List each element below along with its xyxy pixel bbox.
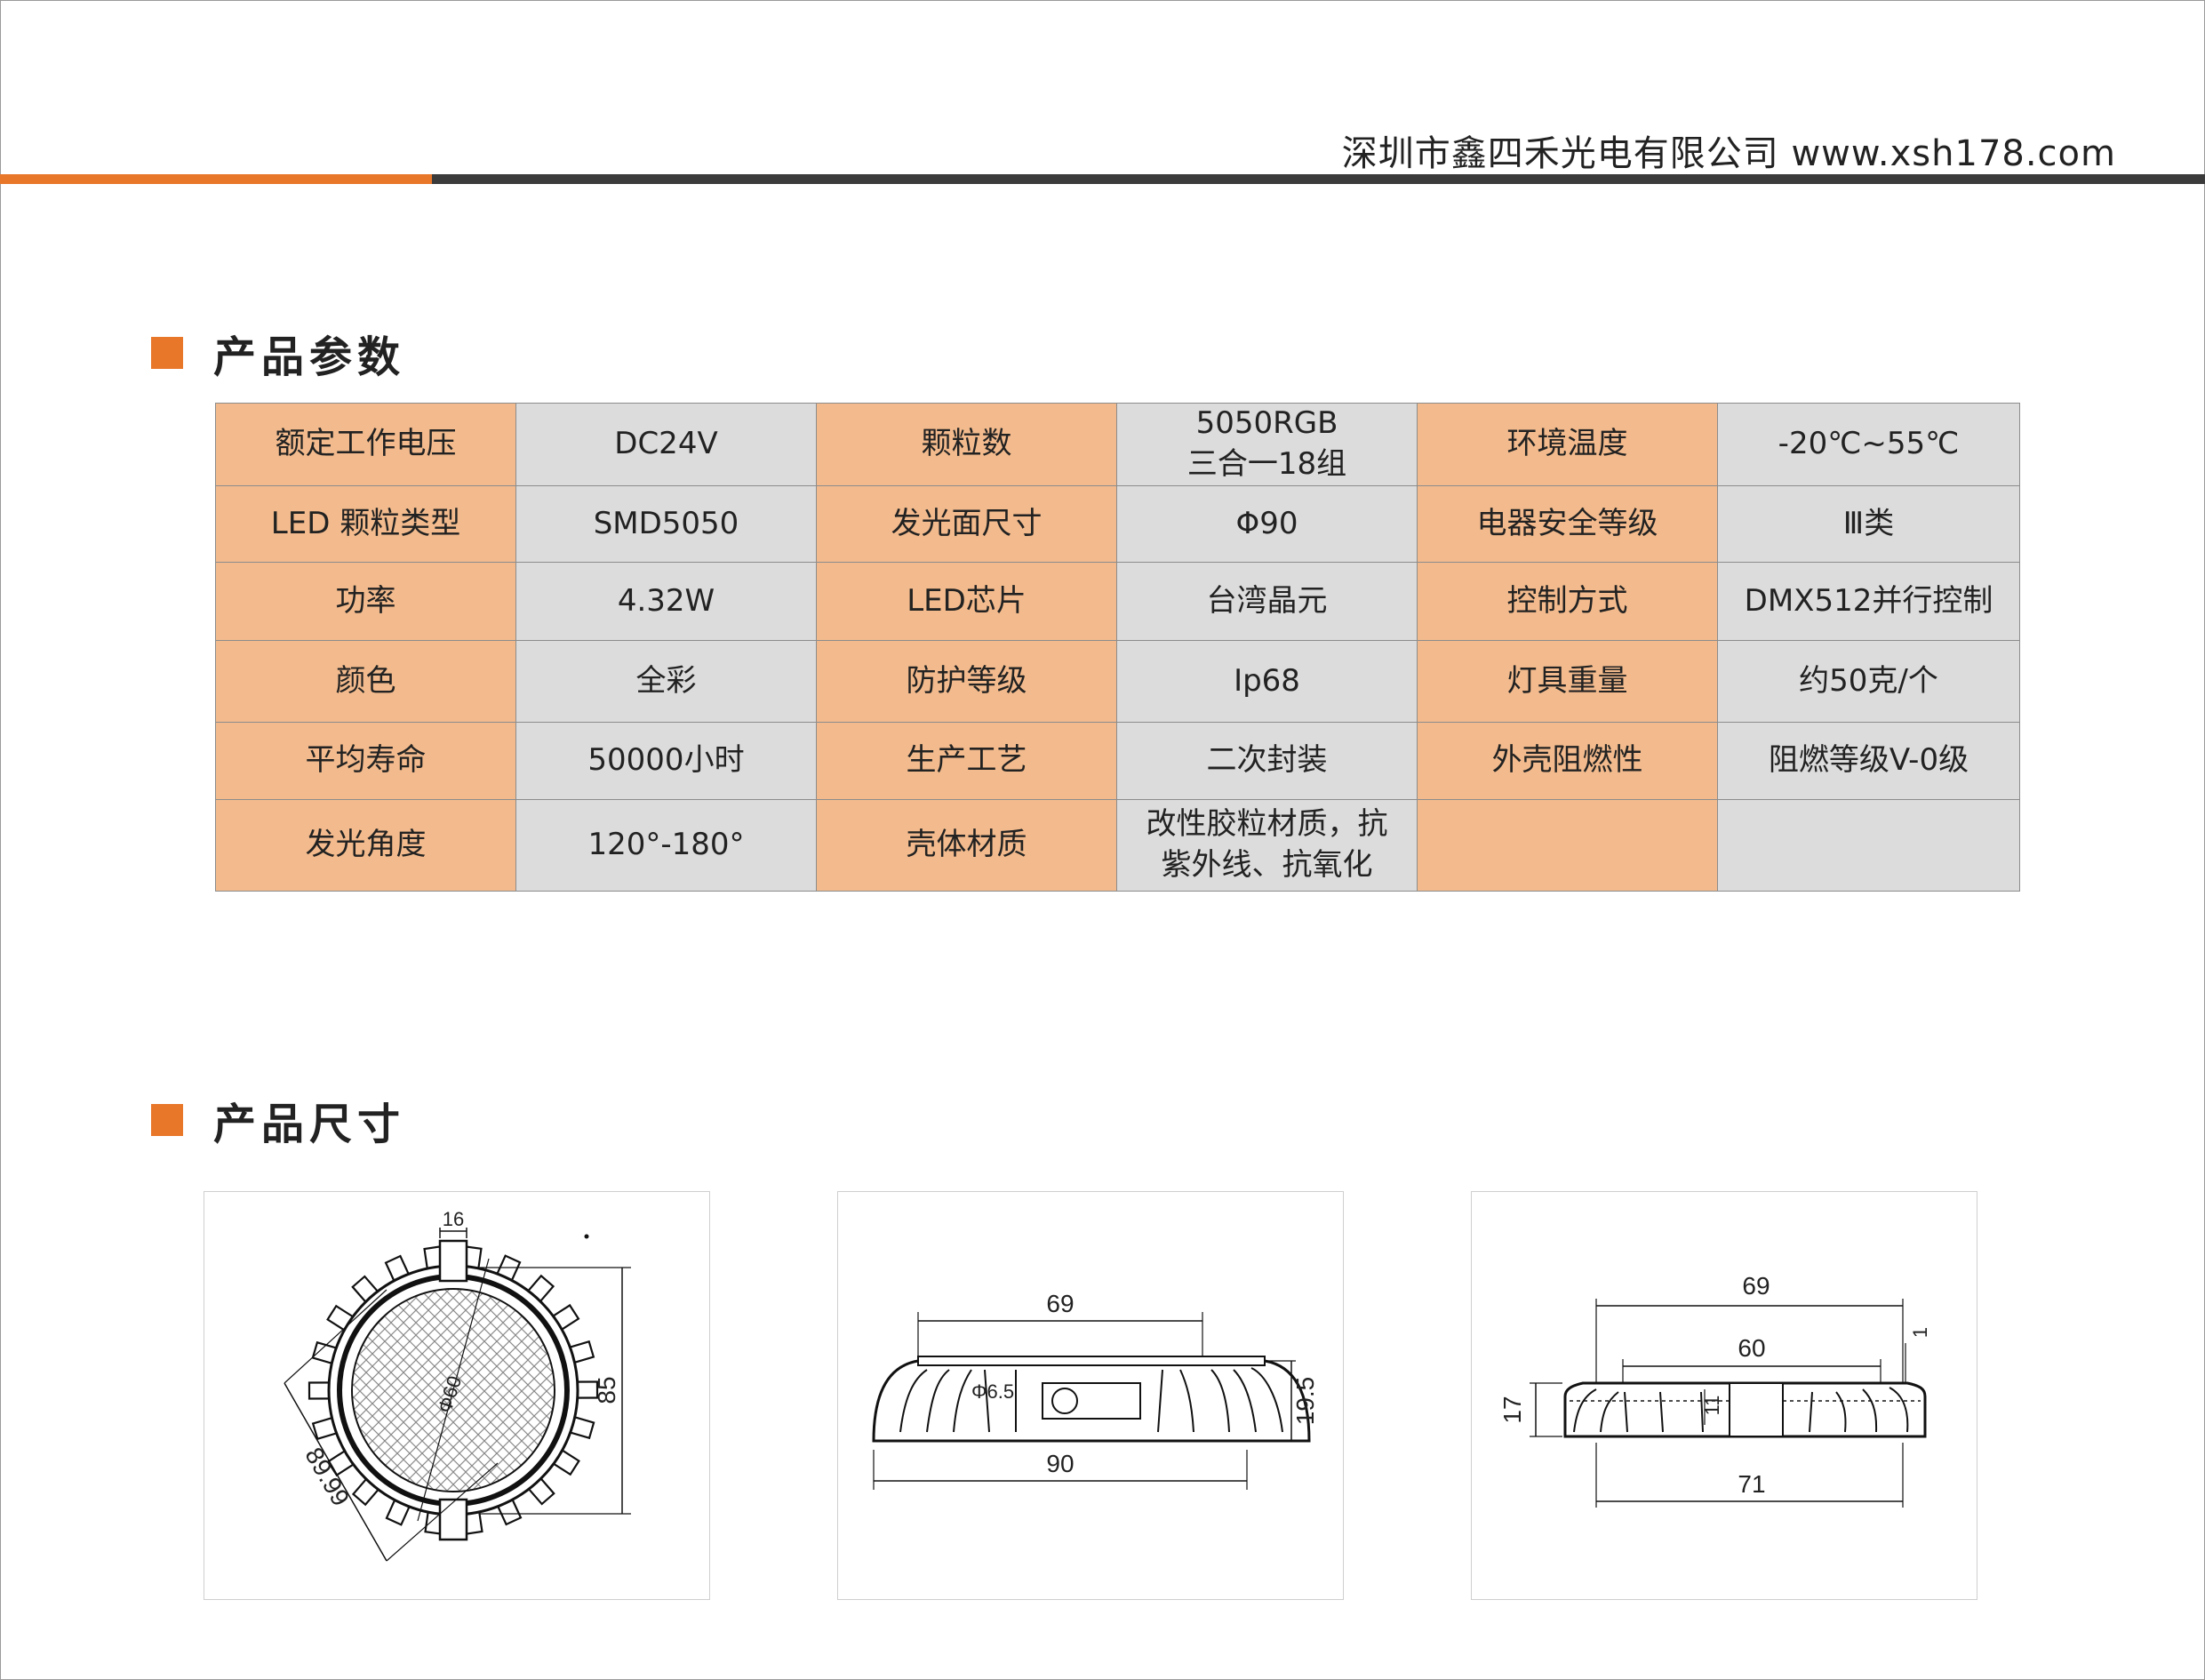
section-square-icon xyxy=(151,1104,183,1136)
param-value: SMD5050 xyxy=(515,485,817,563)
param-label: 壳体材质 xyxy=(816,799,1117,892)
dim-label: 11 xyxy=(1701,1396,1723,1416)
param-label: 额定工作电压 xyxy=(215,403,516,486)
top-cable-stub xyxy=(438,1239,468,1283)
param-label: 外壳阻燃性 xyxy=(1417,722,1718,800)
front-view-svg: 69 60 71 17 1 11 xyxy=(1498,1272,1931,1508)
dim-label: 71 xyxy=(1738,1470,1765,1498)
param-label: LED芯片 xyxy=(816,562,1117,641)
param-value: Ⅲ类 xyxy=(1717,485,2020,563)
dim-label: 19.5 xyxy=(1291,1377,1319,1426)
param-value: 二次封装 xyxy=(1116,722,1418,800)
table-row: 平均寿命 50000小时 生产工艺 二次封装 外壳阻燃性 阻燃等级V-0级 xyxy=(215,722,2020,800)
side-lens-rim xyxy=(917,1356,1266,1366)
dim-label: 69 xyxy=(1742,1272,1770,1300)
dim-label: Φ6.5 xyxy=(971,1380,1014,1403)
param-value: 4.32W xyxy=(515,562,817,641)
header-accent-bar xyxy=(0,174,432,184)
param-label: 控制方式 xyxy=(1417,562,1718,641)
dim-label: 17 xyxy=(1498,1396,1526,1423)
param-value: 约50克/个 xyxy=(1717,640,2020,723)
bottom-cable-stub xyxy=(438,1498,468,1541)
table-row: 发光角度 120°-180° 壳体材质 改性胶粒材质，抗 紫外线、抗氧化 xyxy=(215,799,2020,892)
param-value: 全彩 xyxy=(515,640,817,723)
param-value: 改性胶粒材质，抗 紫外线、抗氧化 xyxy=(1116,799,1418,892)
dim-label: 1 xyxy=(1909,1327,1931,1338)
param-value xyxy=(1717,799,2020,892)
top-view-svg: 16 85 Φ60 89.99 xyxy=(284,1208,631,1562)
param-value: DC24V xyxy=(515,403,817,486)
param-label: LED 颗粒类型 xyxy=(215,485,516,563)
top-view-drawing: 16 85 Φ60 89.99 xyxy=(204,1191,710,1600)
param-label: 发光面尺寸 xyxy=(816,485,1117,563)
dim-label: 60 xyxy=(1738,1334,1765,1362)
param-value: Ip68 xyxy=(1116,640,1418,723)
param-value: 阻燃等级V-0级 xyxy=(1717,722,2020,800)
param-label: 电器安全等级 xyxy=(1417,485,1718,563)
dims-section-header: 产品尺寸 xyxy=(151,1089,405,1151)
company-name-url: 深圳市鑫四禾光电有限公司 www.xsh178.com xyxy=(1341,133,2116,174)
param-label: 颗粒数 xyxy=(816,403,1117,486)
param-value: DMX512并行控制 xyxy=(1717,562,2020,641)
param-label: 灯具重量 xyxy=(1417,640,1718,723)
params-section-title: 产品参数 xyxy=(213,332,406,382)
header-divider-bar xyxy=(432,174,2205,184)
cable-port xyxy=(1729,1382,1784,1437)
param-label: 环境温度 xyxy=(1417,403,1718,486)
param-value: -20℃~55℃ xyxy=(1717,403,2020,486)
param-value: 台湾晶元 xyxy=(1116,562,1418,641)
dim-label: 85 xyxy=(593,1376,620,1404)
side-view-drawing: Φ6.5 69 90 19.5 xyxy=(837,1191,1344,1600)
param-value: 5050RGB 三合一18组 xyxy=(1116,403,1418,486)
table-row: 功率 4.32W LED芯片 台湾晶元 控制方式 DMX512并行控制 xyxy=(215,562,2020,641)
param-value: 50000小时 xyxy=(515,722,817,800)
dim-label: 69 xyxy=(1046,1290,1074,1317)
front-view-drawing: 69 60 71 17 1 11 xyxy=(1471,1191,1977,1600)
section-square-icon xyxy=(151,337,183,369)
param-label: 防护等级 xyxy=(816,640,1117,723)
param-label: 功率 xyxy=(215,562,516,641)
params-section-header: 产品参数 xyxy=(151,322,405,384)
param-value: 120°-180° xyxy=(515,799,817,892)
dims-section-title: 产品尺寸 xyxy=(213,1100,406,1149)
param-label: 发光角度 xyxy=(215,799,516,892)
dim-label: 90 xyxy=(1046,1450,1074,1477)
table-row: LED 颗粒类型 SMD5050 发光面尺寸 Φ90 电器安全等级 Ⅲ类 xyxy=(215,485,2020,563)
dim-label: 16 xyxy=(443,1208,464,1230)
param-label: 生产工艺 xyxy=(816,722,1117,800)
params-table: 额定工作电压 DC24V 颗粒数 5050RGB 三合一18组 环境温度 -20… xyxy=(215,403,2020,892)
table-row: 颜色 全彩 防护等级 Ip68 灯具重量 约50克/个 xyxy=(215,640,2020,723)
side-view-svg: Φ6.5 69 90 19.5 xyxy=(872,1290,1319,1490)
param-value: Φ90 xyxy=(1116,485,1418,563)
param-label: 平均寿命 xyxy=(215,722,516,800)
param-label: 颜色 xyxy=(215,640,516,723)
cable-hole xyxy=(1051,1388,1078,1414)
table-row: 额定工作电压 DC24V 颗粒数 5050RGB 三合一18组 环境温度 -20… xyxy=(215,403,2020,486)
param-label xyxy=(1417,799,1718,892)
